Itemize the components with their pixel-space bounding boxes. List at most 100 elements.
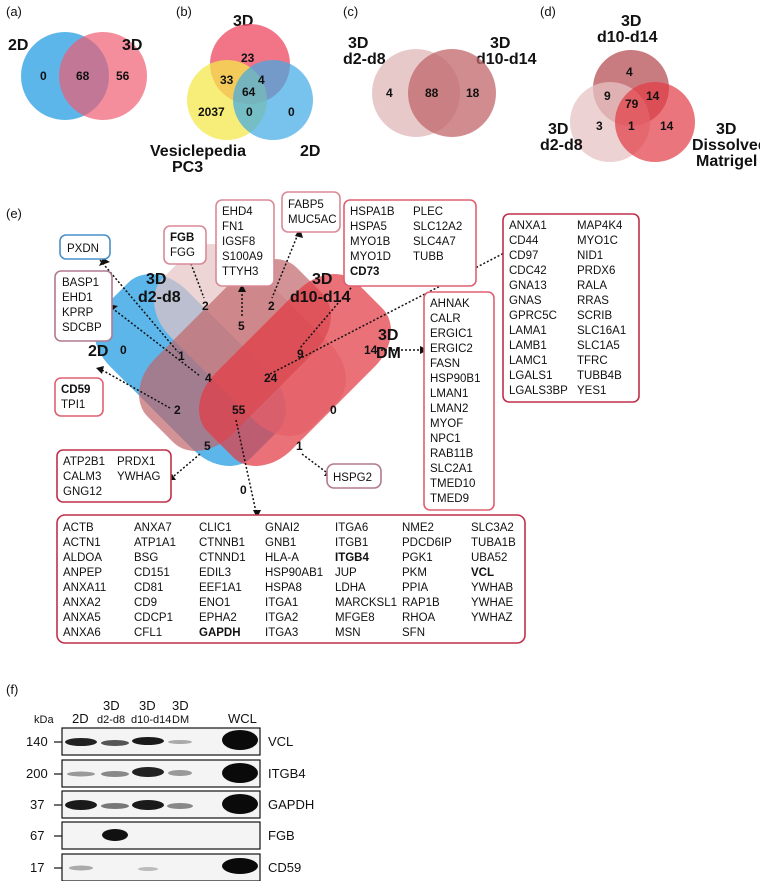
gene-anxa1: ANXA1 xyxy=(509,220,547,232)
band xyxy=(101,771,129,777)
venn-d-count-left: 3 xyxy=(596,119,603,133)
gene-cd59: CD59 xyxy=(61,384,90,396)
gene-box-pxdn: PXDN xyxy=(60,235,110,259)
core-gene: CLIC1 xyxy=(199,522,232,534)
lane-label-d10d14: d10-d14 xyxy=(131,714,171,726)
venn-e-count-2d: 0 xyxy=(120,343,127,357)
gene-hspa5: HSPA5 xyxy=(350,221,387,233)
core-gene: CD81 xyxy=(134,582,163,594)
venn-e-label-d10-l1: 3D xyxy=(312,271,332,288)
gene-box-ehd4: EHD4 FN1 IGSF8 S100A9 TTYH3 xyxy=(216,200,274,286)
gene-slc16a1: SLC16A1 xyxy=(577,325,626,337)
core-gene: ANXA11 xyxy=(63,582,106,594)
venn-e-count-5: 5 xyxy=(238,319,245,333)
panel-a-label: (a) xyxy=(6,4,22,19)
venn-e-label-2d: 2D xyxy=(88,343,108,360)
venn-b-count-right: 0 xyxy=(288,105,295,119)
core-gene: GNB1 xyxy=(265,537,296,549)
band xyxy=(65,800,97,810)
gene-lman2: LMAN2 xyxy=(430,403,468,415)
venn-e-label-d2d8-l1: 3D xyxy=(146,271,166,288)
gene-tmed9: TMED9 xyxy=(430,493,469,505)
panel-e: (e) 3D d2-d8 3D d10-d14 3D DM 2D 0 2 5 2… xyxy=(6,192,639,643)
venn-c-label-d10-l1: 3D xyxy=(490,35,510,52)
panel-e-label: (e) xyxy=(6,206,22,221)
panel-a: (a) 2D 3D 0 68 56 xyxy=(6,4,147,120)
gene-pxdn: PXDN xyxy=(67,243,99,255)
panel-f: (f) kDa 2D 3D d2-d8 3D d10-d14 3D DM WCL… xyxy=(6,682,314,881)
gene-box-fabp5: FABP5 MUC5AC xyxy=(282,192,340,232)
venn-c-label-d2-l2: d2-d8 xyxy=(343,51,386,68)
band xyxy=(102,829,128,841)
core-gene: UBA52 xyxy=(471,552,507,564)
gene-npc1: NPC1 xyxy=(430,433,461,445)
core-gene: ANXA5 xyxy=(63,612,101,624)
venn-b-label-2d: 2D xyxy=(300,143,320,160)
gene-yes1: YES1 xyxy=(577,385,606,397)
gene-rala: RALA xyxy=(577,280,607,292)
core-gene: YWHAE xyxy=(471,597,514,609)
band xyxy=(222,763,258,783)
venn-a-label-3d: 3D xyxy=(122,37,142,54)
blot-label-cd59: CD59 xyxy=(268,860,301,875)
venn-e-label-d10-l2: d10-d14 xyxy=(290,289,351,306)
venn-b-label-vesiclepedia: Vesiclepedia xyxy=(150,143,246,160)
core-gene: CTNNB1 xyxy=(199,537,245,549)
gene-tpi1: TPI1 xyxy=(61,399,85,411)
venn-d-label-dm-l1: 3D xyxy=(716,121,736,138)
venn-d-count-center: 79 xyxy=(625,97,639,111)
band xyxy=(132,800,164,810)
gene-slc4a7: SLC4A7 xyxy=(413,236,456,248)
lane-label-wcl: WCL xyxy=(228,711,257,726)
lane-label-2d: 2D xyxy=(72,711,89,726)
venn-e-label-d2d8-l2: d2-d8 xyxy=(138,289,181,306)
gene-gnas: GNAS xyxy=(509,295,542,307)
core-gene: CTNND1 xyxy=(199,552,246,564)
venn-e-count-4: 4 xyxy=(205,371,212,385)
gene-slc2a1: SLC2A1 xyxy=(430,463,473,475)
venn-d-label-d2-l2: d2-d8 xyxy=(540,137,583,154)
band xyxy=(222,730,258,750)
marker-37: 37 xyxy=(30,797,44,812)
core-gene: ACTB xyxy=(63,522,94,534)
gene-gna13: GNA13 xyxy=(509,280,547,292)
panel-f-label: (f) xyxy=(6,682,18,697)
core-gene: HSP90AB1 xyxy=(265,567,323,579)
gene-lamb1: LAMB1 xyxy=(509,340,547,352)
gene-box-cd59: CD59 TPI1 xyxy=(55,378,103,416)
core-gene: ANXA6 xyxy=(63,627,101,639)
gene-box-anxa1: ANXA1 CD44 CD97 CDC42 GNA13 GNAS GPRC5C … xyxy=(503,214,639,402)
venn-e-count-55: 55 xyxy=(232,403,246,417)
core-gene: ACTN1 xyxy=(63,537,101,549)
gene-fn1: FN1 xyxy=(222,221,244,233)
gene-slc12a2: SLC12A2 xyxy=(413,221,462,233)
gene-lgals1: LGALS1 xyxy=(509,370,552,382)
venn-e-count-14: 14 xyxy=(364,343,378,357)
core-gene: ITGA3 xyxy=(265,627,298,639)
venn-b-count-top-left: 33 xyxy=(220,73,234,87)
band xyxy=(101,740,129,746)
core-gene: SFN xyxy=(402,627,425,639)
gene-sdcbp: SDCBP xyxy=(62,322,102,334)
venn-d-label-d10-l2: d10-d14 xyxy=(597,29,658,46)
venn-b-count-left: 2037 xyxy=(198,105,225,119)
core-gene: SLC3A2 xyxy=(471,522,514,534)
core-gene: EDIL3 xyxy=(199,567,231,579)
core-gene: YWHAZ xyxy=(471,612,513,624)
venn-b-count-top-right: 4 xyxy=(258,73,265,87)
gene-map4k4: MAP4K4 xyxy=(577,220,623,232)
gene-cd97: CD97 xyxy=(509,250,538,262)
gene-ehd4: EHD4 xyxy=(222,206,253,218)
venn-e-count-0c: 0 xyxy=(240,483,247,497)
panel-b-label: (b) xyxy=(176,4,192,19)
gene-cdc42: CDC42 xyxy=(509,265,547,277)
venn-d-label-d10-l1: 3D xyxy=(621,13,641,30)
venn-d-count-top: 4 xyxy=(626,65,633,79)
core-gene: RHOA xyxy=(402,612,436,624)
gene-myof: MYOF xyxy=(430,418,463,430)
gene-gng12: GNG12 xyxy=(63,486,102,498)
core-gene: ITGA2 xyxy=(265,612,298,624)
gene-rab11b: RAB11B xyxy=(430,448,474,460)
venn-d-count-right: 14 xyxy=(660,119,674,133)
venn-a-count-both: 68 xyxy=(76,69,90,83)
